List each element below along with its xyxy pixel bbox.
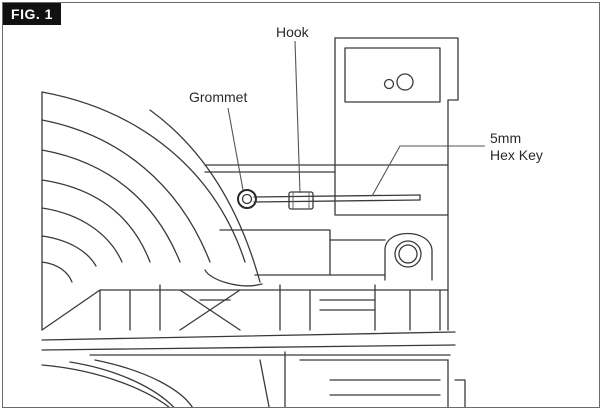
grommet-drawing bbox=[237, 189, 257, 209]
base-plate bbox=[41, 284, 456, 356]
grommet-label: Grommet bbox=[189, 89, 248, 105]
housing-block bbox=[204, 37, 459, 331]
blade-guard-arcs bbox=[41, 91, 246, 331]
middle-rail bbox=[219, 229, 386, 276]
grommet-leader bbox=[227, 107, 244, 191]
hex-key-drawing bbox=[253, 191, 421, 210]
hex-key-label-name: Hex Key bbox=[490, 147, 543, 163]
guard-inner-edge bbox=[204, 269, 263, 287]
guard-outer-edge bbox=[149, 109, 261, 283]
figure-frame bbox=[2, 2, 600, 408]
hook-leader bbox=[294, 40, 301, 194]
hex-key-label-size: 5mm bbox=[490, 130, 522, 146]
figure-label: FIG. 1 bbox=[3, 3, 61, 25]
lower-housing bbox=[41, 351, 466, 407]
hex-key-label: 5mm Hex Key bbox=[490, 130, 543, 164]
hook-label: Hook bbox=[276, 24, 309, 40]
hexkey-leader bbox=[371, 145, 485, 197]
round-boss bbox=[384, 232, 433, 281]
